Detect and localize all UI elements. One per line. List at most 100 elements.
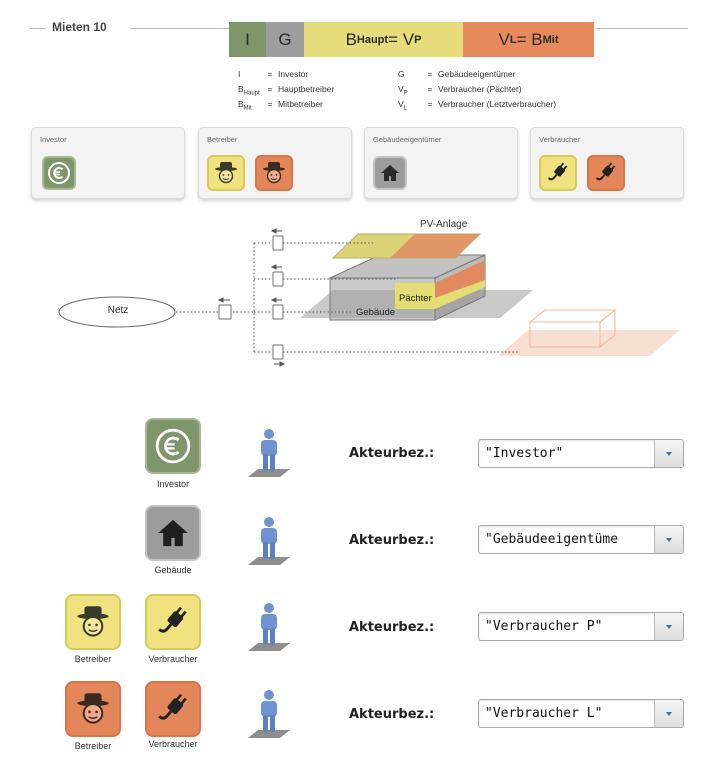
formula-v-sub: L: [509, 33, 517, 46]
legend-equals: =: [427, 99, 433, 110]
person-icon: [248, 690, 290, 738]
scenario-title: Mieten 10: [52, 20, 107, 34]
header-rule-left: [30, 28, 46, 29]
building-roof: [329, 254, 486, 279]
tenant-unit-front: [395, 283, 435, 309]
legend-key-main: B: [238, 84, 244, 95]
legend-key-main: B: [238, 99, 244, 110]
house-icon: [373, 156, 407, 190]
role-caption: Gebäude: [154, 565, 192, 575]
plug-icon: [539, 155, 577, 191]
role-caption: Betreiber: [74, 654, 112, 664]
meter-arrows: [217, 228, 286, 367]
legend-equals: =: [427, 69, 433, 79]
meter-grid: [218, 304, 232, 320]
card-investor: Investor: [31, 127, 185, 199]
select-value: "Verbraucher P": [485, 619, 603, 634]
actor-label: Akteurbez.:: [349, 446, 435, 461]
formula-b-sub: Haupt: [356, 33, 389, 46]
legend-key: BHaupt: [238, 84, 262, 99]
formula-vp-sub: P: [414, 33, 422, 46]
role-caption: Betreiber: [74, 741, 112, 751]
actor-select-consumer-p[interactable]: "Verbraucher P": [478, 612, 684, 641]
farmer-icon: [255, 155, 293, 191]
actor-select-building-owner[interactable]: "Gebäudeeigentüme: [478, 525, 684, 554]
pv-label: PV-Anlage: [420, 219, 468, 230]
plug-icon: [587, 155, 625, 191]
card-building-owner: Gebäudeeigentümer: [364, 127, 518, 199]
euro-icon: [145, 418, 201, 474]
formula-owner-label: G: [278, 29, 292, 49]
actor-select-investor[interactable]: "Investor": [478, 439, 684, 468]
farmer-icon: [65, 681, 121, 737]
person-icon: [248, 429, 290, 477]
euro-icon: [42, 156, 76, 190]
legend-key-sub: Haupt: [243, 90, 260, 97]
plug-icon: [145, 594, 201, 650]
meter-secondary: [272, 344, 284, 360]
select-value: "Verbraucher L": [485, 706, 603, 721]
header-rule-middle: [130, 28, 229, 29]
legend-key-main: G: [398, 69, 405, 79]
connection-lines: [176, 242, 520, 353]
formula-investor: I: [229, 22, 266, 57]
meter-building: [272, 304, 284, 320]
legend-key: G: [398, 69, 422, 84]
legend-key-sub: L: [403, 106, 408, 113]
tenant-unit-side-top: [435, 260, 485, 298]
formula-b: B: [345, 29, 357, 49]
secondary-building: [528, 308, 617, 349]
grid-node: [58, 296, 176, 328]
chevron-down-icon[interactable]: [654, 440, 683, 467]
card-title: Betreiber: [207, 135, 238, 144]
select-value: "Gebäudeeigentüme: [485, 532, 619, 547]
legend-desc: Hauptbetreiber: [278, 84, 335, 95]
legend-key: BMit: [238, 99, 262, 114]
card-operator: Betreiber: [198, 127, 352, 199]
role-caption: Verbraucher: [148, 739, 198, 749]
legend-equals: =: [267, 84, 273, 95]
building-label: Gebäude: [356, 307, 396, 318]
plug-icon: [145, 681, 201, 737]
formula-owner: G: [266, 22, 304, 57]
legend-key: I: [238, 69, 262, 84]
actor-select-consumer-l[interactable]: "Verbraucher L": [478, 699, 684, 728]
farmer-icon: [65, 594, 121, 650]
legend-desc: Investor: [278, 69, 309, 79]
formula-v: V: [498, 29, 510, 49]
legend-key-sub: P: [403, 90, 408, 97]
role-caption: Verbraucher: [148, 654, 198, 664]
legend-desc: Verbraucher (Letztverbraucher): [438, 99, 557, 110]
role-caption: Investor: [156, 479, 189, 489]
legend-desc: Gebäudeeigentümer: [438, 69, 516, 79]
header-rule-right: [596, 28, 688, 29]
actor-label: Akteurbez.:: [349, 707, 435, 722]
formula-eq-bmit: = B: [516, 29, 543, 49]
house-icon: [145, 505, 201, 561]
chevron-down-icon[interactable]: [654, 700, 683, 727]
farmer-icon: [207, 155, 245, 191]
pv-panel-orange: [390, 234, 480, 258]
legend-equals: =: [267, 99, 273, 110]
tenant-unit-side-bottom: [435, 280, 485, 309]
legend-key: VL: [398, 99, 422, 114]
legend-desc: Mitbetreiber: [278, 99, 323, 110]
meter-pv: [272, 235, 284, 251]
formula-investor-label: I: [245, 29, 250, 49]
card-title: Investor: [40, 135, 67, 144]
legend-desc: Verbraucher (Pächter): [438, 84, 522, 95]
legend-key-main: V: [398, 99, 404, 110]
formula-eq-vp: = V: [388, 29, 415, 49]
card-consumer: Verbraucher: [530, 127, 684, 199]
actor-label: Akteurbez.:: [349, 620, 435, 635]
chevron-down-icon[interactable]: [654, 613, 683, 640]
chevron-down-icon[interactable]: [654, 526, 683, 553]
person-icon: [248, 517, 290, 565]
meter-boxes: [218, 235, 284, 360]
actor-label: Akteurbez.:: [349, 533, 435, 548]
legend-right: G = Gebäudeeigentümer VP = Verbraucher (Päch…: [398, 69, 556, 115]
legend-key-sub: Mit: [243, 106, 252, 113]
